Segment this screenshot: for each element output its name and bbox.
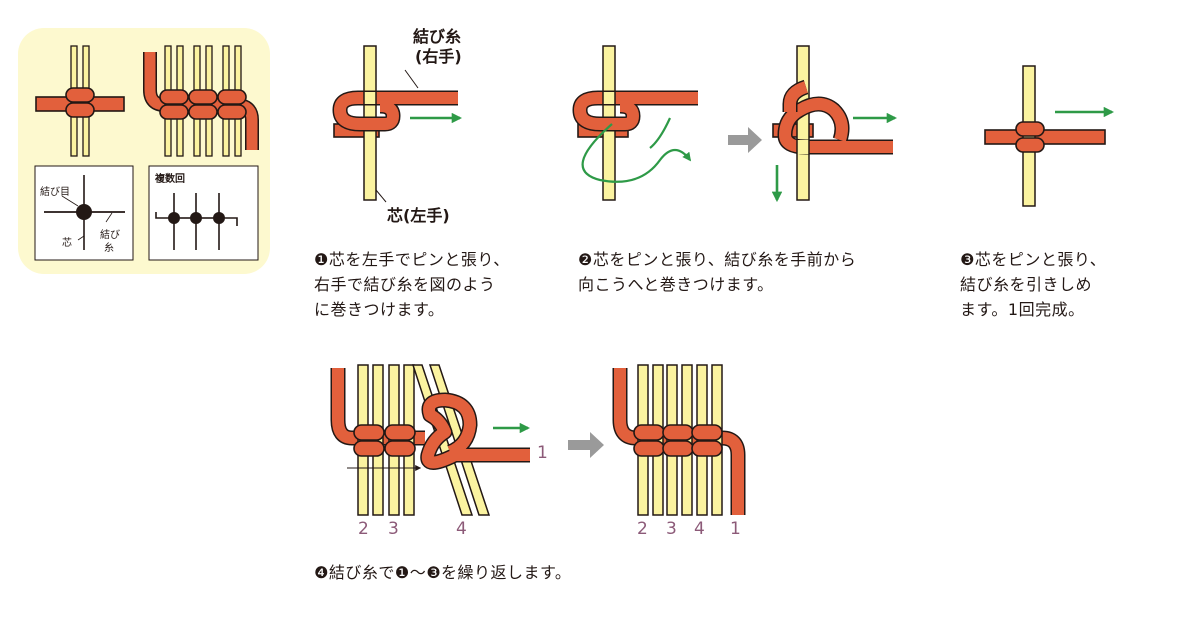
multi-title: 複数回 xyxy=(154,172,185,185)
step1-caption-line2: 右手で結び糸を図のよう xyxy=(314,275,496,294)
step2-illustration-b xyxy=(771,45,898,203)
legend-symbol-box-multiple: 複数回 xyxy=(148,165,259,261)
core-label: 芯 xyxy=(62,236,72,249)
step4-illustration-after: 2 3 4 1 xyxy=(612,364,746,539)
step1-cord-label-2: (右手) xyxy=(415,47,462,66)
step1-core-label: 芯(左手) xyxy=(387,206,450,225)
step4-caption: ❹結び糸で❶〜❸を繰り返します。 xyxy=(314,563,572,582)
step4-right-number-1: 1 xyxy=(730,519,741,539)
step2-caption-line2: 向こうへと巻きつけます。 xyxy=(578,275,774,294)
step2-gray-arrow xyxy=(728,127,762,153)
cord-label-2: 糸 xyxy=(104,242,114,254)
step1-caption-line3: に巻きつけます。 xyxy=(314,300,445,319)
step4-illustration-before: 2 3 4 1 xyxy=(330,364,548,539)
step3-caption-line3: ます。1回完成。 xyxy=(960,300,1085,319)
step3-illustration xyxy=(984,65,1115,207)
step4-right-number-2: 2 xyxy=(637,519,648,539)
step3-caption-line2: 結び糸を引きしめ xyxy=(960,275,1093,294)
step4-left-number-1: 1 xyxy=(537,443,548,463)
step2-illustration-a xyxy=(572,45,698,201)
cord-label-1: 結び xyxy=(100,228,120,241)
step2-caption-line1: ❷芯をピンと張り、結び糸を手前から xyxy=(578,250,857,269)
step4-right-number-3: 3 xyxy=(666,519,677,539)
legend-single-knot xyxy=(35,45,125,157)
step1-caption-line1: ❶芯を左手でピンと張り、 xyxy=(314,250,510,269)
legend-symbol-box-single: 結び目 芯 結び 糸 xyxy=(34,165,134,261)
step3-caption-line1: ❸芯をピンと張り、 xyxy=(960,250,1107,269)
step1-cord-label-1: 結び糸 xyxy=(413,27,462,46)
knot-label: 結び目 xyxy=(40,185,70,198)
step4-left-number-2: 2 xyxy=(358,519,369,539)
step4-right-number-4: 4 xyxy=(694,519,705,539)
step4-left-number-3: 3 xyxy=(388,519,399,539)
step1-illustration xyxy=(332,45,463,203)
legend-multi-knot xyxy=(143,45,259,157)
step4-gray-arrow xyxy=(568,432,604,458)
step4-left-number-4: 4 xyxy=(456,519,467,539)
